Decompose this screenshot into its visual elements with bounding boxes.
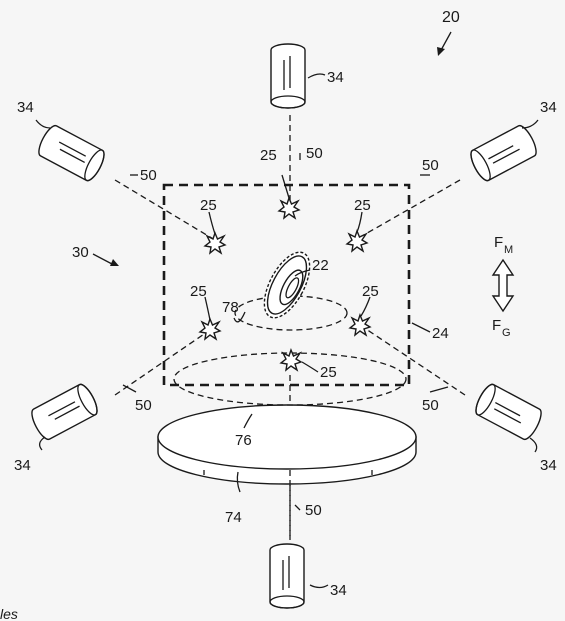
label-25-top: 25 [260, 147, 277, 164]
ellipse-76 [173, 352, 407, 406]
camera-lower-right-icon [471, 381, 546, 443]
camera-upper-left-icon [34, 122, 109, 184]
label-22: 22 [312, 257, 329, 274]
label-50-top: 50 [306, 145, 323, 162]
label-20: 20 [442, 9, 460, 26]
label-34-upper-left: 34 [17, 99, 34, 116]
label-50-lower-right: 50 [422, 397, 439, 414]
svg-text:G: G [502, 327, 511, 339]
label-25-bottom: 25 [320, 364, 337, 381]
label-34-upper-right: 34 [540, 99, 557, 116]
svg-text:F: F [492, 317, 501, 334]
label-25-upper-left: 25 [200, 197, 217, 214]
particle-icon [280, 349, 302, 371]
gear-icon [263, 251, 311, 319]
camera-top-icon [270, 43, 306, 109]
particle-icon [199, 318, 221, 340]
particle-icon [204, 232, 226, 254]
label-34-lower-left: 34 [14, 457, 31, 474]
particle-icon [349, 314, 371, 336]
label-50-upper-left: 50 [140, 167, 157, 184]
label-25-upper-right: 25 [354, 197, 371, 214]
label-34-lower-right: 34 [540, 457, 557, 474]
double-arrow-icon [491, 258, 515, 313]
platform-74 [157, 404, 417, 485]
label-76: 76 [235, 432, 252, 449]
label-24: 24 [432, 325, 449, 342]
label-30: 30 [72, 244, 89, 261]
chamber-24 [162, 183, 411, 387]
particle-icon [346, 230, 368, 252]
camera-bottom-icon [269, 543, 305, 609]
arrow-30-head [110, 259, 119, 266]
label-50-upper-right: 50 [422, 157, 439, 174]
particle-icon [278, 197, 300, 219]
label-74: 74 [225, 509, 242, 526]
label-50-lower-left: 50 [135, 397, 152, 414]
svg-text:F: F [494, 234, 503, 251]
arrow-20-head [437, 47, 445, 56]
label-34-bottom: 34 [330, 582, 347, 599]
label-50-bottom: 50 [305, 502, 322, 519]
svg-text:M: M [504, 244, 513, 256]
camera-lower-left-icon [27, 381, 102, 443]
force-magnetic-label: F M [494, 234, 513, 256]
label-25-mid-left: 25 [190, 283, 207, 300]
label-78: 78 [222, 299, 239, 316]
label-34-top: 34 [327, 69, 344, 86]
cut-off-text: les [0, 606, 18, 621]
force-gravity-label: F G [492, 317, 511, 339]
label-25-mid-right: 25 [362, 283, 379, 300]
leader-lines [35, 31, 539, 589]
camera-upper-right-icon [466, 122, 541, 184]
